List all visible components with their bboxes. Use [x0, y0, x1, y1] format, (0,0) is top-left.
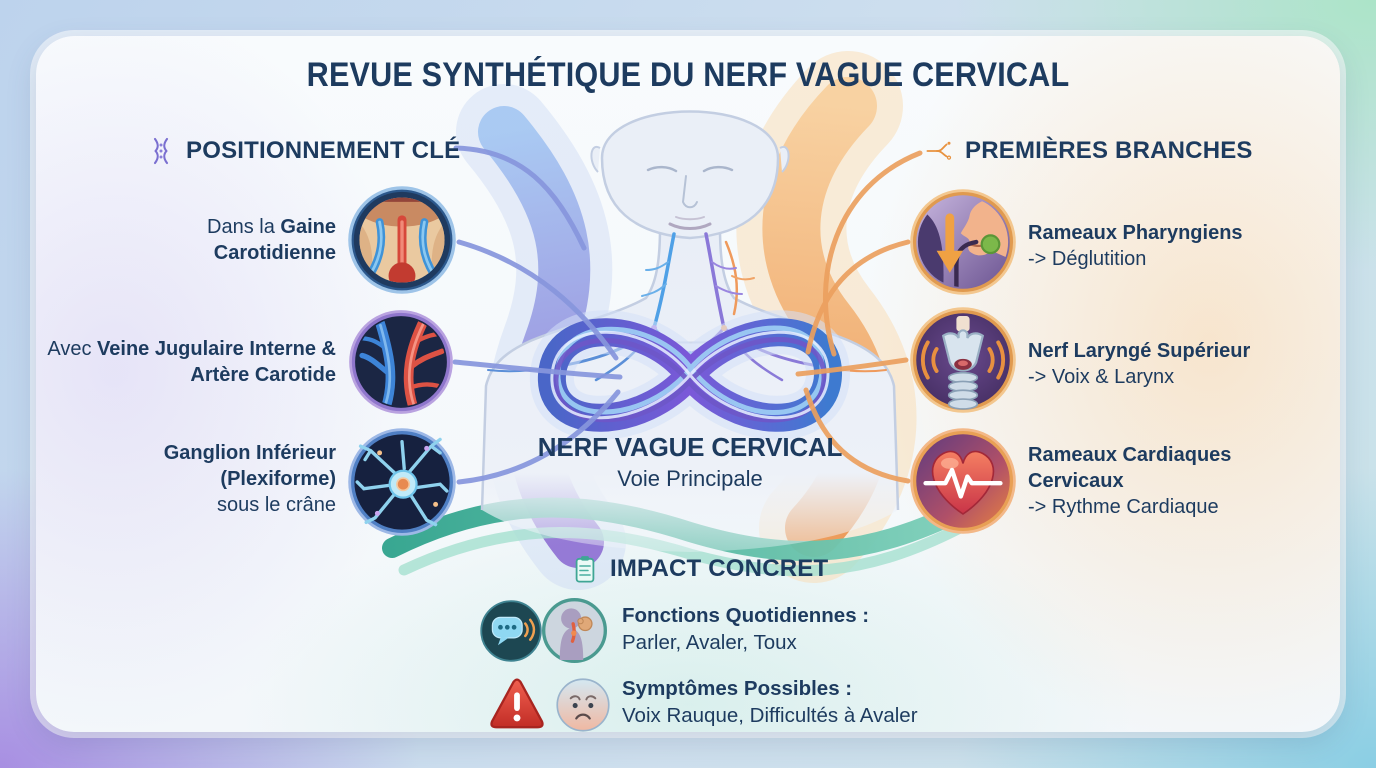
positioning-item-3-text: Ganglion Inférieur (Plexiforme)sous le c… [163, 442, 336, 516]
impact-section-header: IMPACT CONCRET [570, 554, 828, 584]
pharynx-swallow-icon [908, 187, 1018, 297]
impact-row-1-text: Fonctions Quotidiennes :Parler, Avaler, … [622, 604, 870, 654]
right-connector-lines [795, 150, 923, 484]
heart-ecg-icon [908, 426, 1018, 536]
center-title: NERF VAGUE CERVICAL [537, 432, 843, 462]
center-label: NERF VAGUE CERVICAL Voie Principale [490, 432, 890, 492]
impact-section-title: IMPACT CONCRET [610, 555, 829, 582]
center-anatomy-illustration [382, 51, 984, 590]
branch-item-1-text: Rameaux Pharyngiens-> Déglutition [1028, 222, 1243, 270]
branch-item-3-text: Rameaux Cardiaques Cervicaux-> Rythme Ca… [1028, 444, 1232, 518]
carotid-sheath-icon [346, 184, 458, 296]
clipboard-icon [575, 556, 595, 583]
left-section-title: POSITIONNEMENT CLÉ [186, 137, 461, 164]
impact-row-2-text: Symptômes Possibles :Voix Rauque, Diffic… [622, 677, 918, 727]
warning-triangle-icon [488, 676, 546, 732]
page-title: REVUE SYNTHÉTIQUE DU NERF VAGUE CERVICAL [306, 56, 1070, 94]
positioning-item-1-text: Dans la Gaine Carotidienne [207, 216, 336, 264]
neuron-ganglion-icon [346, 426, 458, 538]
right-section-title: PREMIÈRES BRANCHES [965, 137, 1253, 164]
speech-bubble-icon [480, 600, 542, 662]
center-subtitle: Voie Principale [617, 466, 763, 491]
larynx-voice-icon [908, 305, 1018, 415]
worried-face-icon [555, 677, 611, 733]
cough-swallow-icon [541, 597, 608, 664]
branch-icon [926, 141, 952, 160]
left-section-header: POSITIONNEMENT CLÉ [146, 136, 460, 166]
infographic-card: REVUE SYNTHÉTIQUE DU NERF VAGUE CERVICAL… [36, 36, 1340, 732]
spine-icon [153, 137, 169, 165]
vessels-icon [347, 308, 455, 416]
left-connector-lines [452, 145, 623, 485]
right-section-header: PREMIÈRES BRANCHES [925, 136, 1253, 166]
branch-item-2-text: Nerf Laryngé Supérieur-> Voix & Larynx [1028, 340, 1251, 388]
positioning-item-2-text: Avec Veine Jugulaire Interne & Artère Ca… [47, 338, 336, 386]
